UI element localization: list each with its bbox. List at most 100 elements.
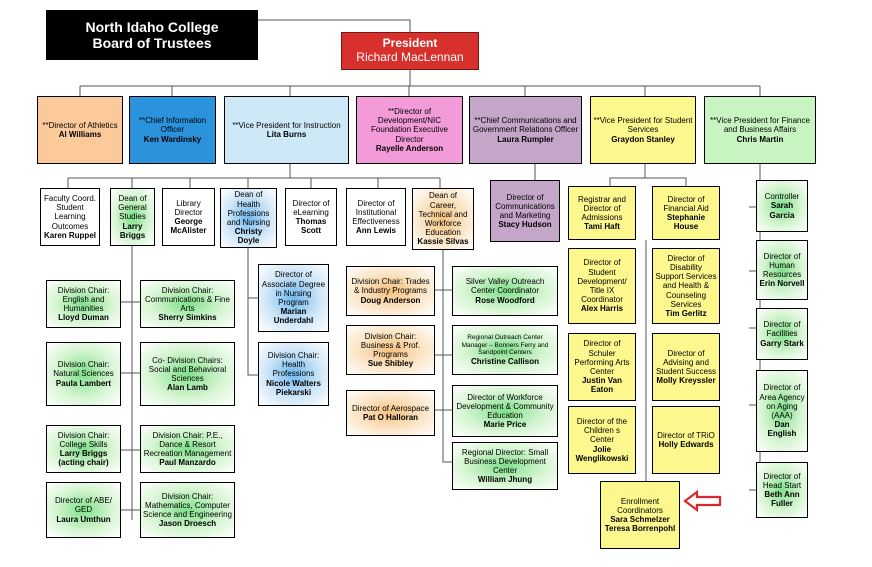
regional-outreach-box: Regional Outreach Center Manager – Bonne… (452, 325, 558, 375)
president-name: Richard MacLennan (356, 50, 464, 64)
children-title: Director of the Children s Center (576, 417, 628, 445)
board-line1: North Idaho College (85, 18, 219, 35)
marketing-name: Stacy Hudson (498, 220, 552, 230)
health-prof-title: Division Chair: Health Professions (267, 351, 320, 379)
division-business-box: Division Chair: Business & Prof. Program… (346, 325, 435, 375)
enrollment-name1: Sara Schmelzer (610, 515, 670, 524)
sbdc-director-box: Regional Director: Small Business Develo… (452, 442, 558, 490)
abe-director-box: Director of ABE/ GED Laura Umthun (46, 482, 121, 538)
controller-box: Controller Sarah Garcia (756, 180, 808, 232)
vp-instruction-box: **Vice President for Instruction Lita Bu… (224, 96, 349, 164)
left-arrow-icon (683, 490, 722, 512)
division-pe-box: Division Chair: P.E., Dance & Resort Rec… (140, 425, 235, 473)
workforce-name: Marie Price (483, 420, 527, 430)
development-title: **Director of Development/NIC Foundation… (371, 107, 448, 144)
president-box: President Richard MacLennan (341, 32, 479, 70)
trio-name: Holly Edwards (658, 440, 714, 449)
communications-title: **Chief Communications and Government Re… (472, 116, 579, 135)
dean-health-box: Dean of Health Professions and Nursing C… (220, 188, 277, 248)
vp-instruction-title: **Vice President for Instruction (232, 120, 341, 130)
president-title: President (382, 36, 438, 51)
english-title: Division Chair: English and Humanities (57, 285, 110, 313)
facilities-director-box: Director of Facilities Garry Stark (756, 308, 808, 360)
cio-name: Ken Wardinsky (143, 134, 202, 144)
division-trades-box: Division Chair: Trades & Industry Progra… (346, 266, 435, 316)
advising-name: Molly Kreyssler (656, 376, 716, 386)
development-director-box: **Director of Development/NIC Foundation… (356, 96, 463, 164)
pe-name: Paul Manzardo (159, 458, 216, 468)
division-english-box: Division Chair: English and Humanities L… (46, 280, 121, 328)
silver-valley-box: Silver Valley Outreach Center Coordinato… (452, 266, 558, 316)
schuler-name: Justin Van Eaton (581, 376, 622, 395)
registrar-title: Registrar and Director of Admissions (577, 194, 627, 222)
workforce-director-box: Director of Workforce Development & Comm… (452, 385, 558, 437)
disability-services-box: Director of Disability Support Services … (652, 248, 720, 324)
division-social-box: Co- Division Chairs: Social and Behavior… (140, 342, 235, 406)
vp-finance-box: **Vice President for Finance and Busines… (704, 96, 816, 164)
business-name: Sue Shibley (367, 359, 414, 369)
library-title: Library Director (174, 198, 203, 217)
advising-box: Director of Advising and Student Success… (652, 333, 720, 401)
disability-name: Tim Gerlitz (665, 308, 707, 318)
enrollment-coordinators-box: Enrollment Coordinators Sara Schmelzer T… (600, 481, 680, 549)
silver-title: Silver Valley Outreach Center Coordinato… (465, 277, 545, 296)
facilities-name: Garry Stark (760, 338, 804, 348)
aerospace-name: Pat O Halloran (362, 413, 419, 422)
workforce-title: Director of Workforce Development & Comm… (456, 392, 554, 420)
vp-students-name: Graydon Stanley (611, 134, 675, 144)
finaid-title: Director of Financial Aid (663, 194, 709, 213)
regional-name: Christine Callison (470, 356, 539, 366)
dean-general-studies-box: Dean of General Studies Larry Briggs (110, 188, 155, 246)
faculty-name: Karen Ruppel (43, 230, 96, 240)
schuler-center-box: Director of Schuler Performing Arts Cent… (568, 333, 636, 401)
natural-name: Paula Lambert (55, 378, 112, 388)
inst-eff-name: Ann Lewis (355, 226, 396, 236)
natural-title: Division Chair: Natural Sciences (53, 360, 114, 379)
silver-name: Rose Woodford (475, 295, 535, 305)
college-skills-note: (acting chair) (58, 458, 109, 468)
trio-title: Director of TRiO (657, 430, 715, 440)
division-comm-arts-box: Division Chair: Communications & Fine Ar… (140, 280, 235, 328)
vp-instruction-name: Lita Burns (266, 130, 307, 139)
student-dev-name: Alex Harris (580, 304, 624, 314)
pe-title: Division Chair: P.E., Dance & Resort Rec… (143, 430, 232, 458)
communications-marketing-box: Director of Communications and Marketing… (490, 180, 560, 242)
dean-gen-name: Larry Briggs (119, 221, 146, 240)
social-name: Alan Lamb (167, 383, 208, 393)
dean-health-title: Dean of Health Professions and Nursing (226, 190, 271, 227)
athletics-director-box: **Director of Athletics Al Williams (37, 96, 123, 164)
enrollment-title: Enrollment Coordinators (617, 496, 663, 515)
division-natural-box: Division Chair: Natural Sciences Paula L… (46, 342, 121, 406)
math-name: Jason Droesch (158, 519, 217, 529)
board-line2: Board of Trustees (92, 35, 212, 51)
athletics-title: **Director of Athletics (42, 120, 118, 130)
nursing-name: Marian Underdahl (273, 307, 314, 326)
abe-title: Director of ABE/ GED (55, 496, 112, 515)
trades-name: Doug Anderson (360, 295, 421, 305)
business-title: Division Chair: Business & Prof. Program… (360, 331, 421, 359)
elearning-name: Thomas Scott (295, 217, 327, 236)
aging-title: Director of Area Agency on Aging (AAA) (759, 383, 805, 420)
college-skills-name: Larry Briggs (59, 449, 108, 458)
aging-director-box: Director of Area Agency on Aging (AAA) D… (756, 370, 808, 452)
vp-students-title: **Vice President for Student Services (593, 116, 693, 135)
schuler-title: Director of Schuler Performing Arts Cent… (574, 339, 630, 376)
dean-career-name: Kassie Silvas (417, 237, 469, 247)
trades-title: Division Chair: Trades & Industry Progra… (351, 277, 430, 296)
vp-finance-title: **Vice President for Finance and Busines… (710, 116, 810, 135)
childrens-center-box: Director of the Children s Center Jolie … (568, 406, 636, 474)
communications-name: Laura Rumpler (497, 134, 554, 144)
dean-gen-title: Dean of General Studies (118, 194, 147, 222)
division-math-box: Division Chair: Mathematics, Computer Sc… (140, 482, 235, 538)
marketing-title: Director of Communications and Marketing (495, 192, 555, 220)
advising-title: Director of Advising and Student Success (655, 348, 717, 376)
chief-communications-box: **Chief Communications and Government Re… (469, 96, 582, 164)
nursing-director-box: Director of Associate Degree in Nursing … (258, 264, 329, 332)
hr-name: Erin Norvell (759, 279, 805, 289)
aerospace-title: Director of Aerospace (352, 403, 429, 413)
aging-name: Dan English (767, 420, 797, 439)
math-title: Division Chair: Mathematics, Computer Sc… (143, 491, 232, 519)
finaid-name: Stephanie House (666, 213, 706, 232)
facilities-title: Director of Facilities (763, 320, 801, 339)
